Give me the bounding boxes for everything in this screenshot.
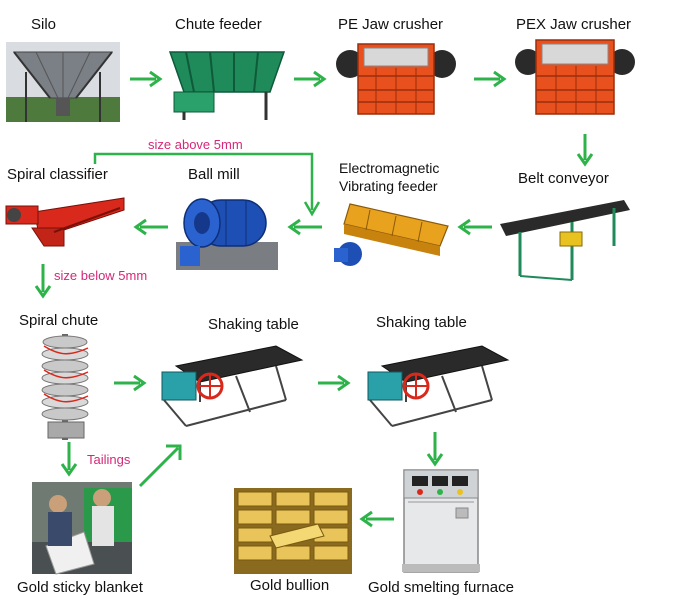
arrow-ball-mill-to-classifier — [133, 218, 168, 236]
label-gold-sticky-blanket: Gold sticky blanket — [17, 579, 143, 596]
arrow-chute-to-blanket — [60, 442, 78, 477]
vibrating-feeder-illustration — [334, 203, 449, 266]
label-electromagnetic: Electromagnetic — [339, 160, 440, 176]
spiral-classifier-illustration — [5, 197, 125, 247]
arrow-pex-to-conveyor — [576, 134, 594, 167]
chute-feeder-illustration — [168, 51, 286, 120]
label-spiral-chute: Spiral chute — [19, 312, 99, 329]
recirculation-line — [93, 152, 321, 217]
label-silo: Silo — [31, 16, 57, 33]
arrow-feeder-to-pe — [294, 70, 327, 88]
belt-conveyor-illustration — [500, 200, 630, 281]
silo-illustration — [6, 42, 120, 122]
arrow-pe-to-pex — [474, 70, 507, 88]
label-shaking-table-1: Shaking table — [208, 316, 299, 333]
spiral-chute-illustration — [41, 334, 89, 440]
arrow-blanket-to-shaking-table-1 — [138, 444, 182, 488]
ball-mill-illustration — [176, 198, 278, 270]
pe-jaw-crusher-illustration — [336, 43, 456, 115]
arrow-shaking-table-2-to-furnace — [426, 432, 444, 467]
label-spiral-classifier: Spiral classifier — [7, 166, 108, 183]
label-shaking-table-2: Shaking table — [376, 314, 467, 331]
arrow-silo-to-feeder — [130, 70, 163, 88]
label-gold-smelting-furnace: Gold smelting furnace — [368, 579, 514, 596]
arrow-classifier-to-spiral-chute — [34, 264, 52, 299]
shaking-table-1-illustration — [161, 345, 304, 427]
label-pex-jaw-crusher: PEX Jaw crusher — [516, 16, 632, 33]
gold-bullion-illustration — [234, 488, 352, 574]
shaking-table-2-illustration — [367, 345, 510, 427]
label-vibrating-feeder: Vibrating feeder — [339, 178, 438, 194]
arrow-conveyor-to-vibrating-feeder — [457, 218, 492, 236]
arrow-vibrating-feeder-to-ball-mill — [287, 218, 322, 236]
annotation-tailings: Tailings — [87, 452, 131, 467]
annotation-size-above: size above 5mm — [148, 137, 243, 152]
gold-sticky-blanket-illustration — [32, 482, 132, 575]
label-chute-feeder: Chute feeder — [175, 16, 262, 33]
label-pe-jaw-crusher: PE Jaw crusher — [338, 16, 444, 33]
label-belt-conveyor: Belt conveyor — [518, 170, 609, 187]
gold-smelting-furnace-illustration — [402, 469, 480, 573]
label-gold-bullion: Gold bullion — [250, 577, 330, 594]
arrow-furnace-to-bullion — [359, 510, 394, 528]
annotation-size-below: size below 5mm — [54, 268, 148, 283]
arrow-shaking-table-1-to-2 — [318, 374, 351, 392]
pex-jaw-crusher-illustration — [515, 39, 635, 115]
label-ball-mill: Ball mill — [188, 166, 240, 183]
arrow-chute-to-shaking-table-1 — [114, 374, 147, 392]
